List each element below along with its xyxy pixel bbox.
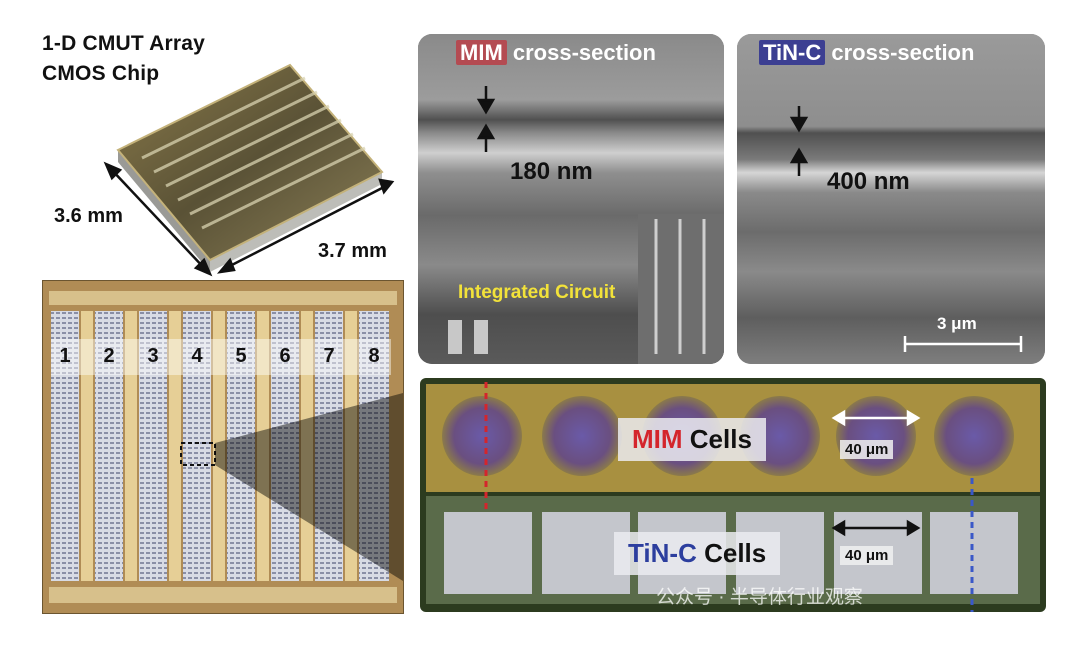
chip-3d-illustration: [103, 63, 395, 277]
chip-title-line2: CMOS Chip: [42, 62, 160, 85]
tinc-cells-tag: TiN-C: [628, 538, 697, 568]
column-number: 1: [59, 345, 71, 367]
pitch-bottom-label: 40 μm: [840, 546, 894, 565]
integrated-circuit-label: Integrated Circuit: [458, 282, 616, 303]
pitch-top-label: 40 μm: [840, 440, 894, 459]
tinc-tag: TiN-C: [759, 40, 826, 65]
tinc-label-rest: cross-section: [825, 40, 975, 65]
tinc-sem-image: TiN-C cross-section 400 nm 3 μm: [737, 34, 1045, 364]
column-number: 2: [103, 345, 115, 367]
tinc-sem-label: TiN-C cross-section: [759, 40, 974, 66]
tinc-cells-label: TiN-C Cells: [614, 532, 781, 575]
column-number: 5: [235, 345, 247, 367]
mim-tag: MIM: [456, 40, 507, 65]
column-number: 8: [368, 345, 380, 367]
mim-sem-label: MIM cross-section: [456, 40, 656, 66]
watermark: 公众号 · 半导体行业观察: [656, 587, 863, 608]
chip-title-line1: 1-D CMUT Array: [42, 32, 206, 55]
mim-label-rest: cross-section: [506, 40, 656, 65]
cells-micrograph: MIM Cells TiN-C Cells 40 μm 40 μm 公众号 · …: [420, 378, 1046, 612]
chip-width-label: 3.6 mm: [54, 205, 123, 227]
tinc-thickness: 400 nm: [827, 168, 910, 195]
die-micrograph: 1 2 3 4 5 6 7 8: [42, 280, 404, 614]
tinc-sem-texture: [737, 34, 1045, 364]
mim-cells-rest: Cells: [682, 424, 752, 454]
mim-cells-label: MIM Cells: [618, 418, 766, 461]
mim-cells-tag: MIM: [632, 424, 683, 454]
scale-bar-label: 3 μm: [937, 314, 977, 333]
mim-sem-image: MIM cross-section 180 nm Integrated Circ…: [418, 34, 724, 364]
column-number: 3: [147, 345, 159, 367]
cells-graphic: [426, 382, 1040, 612]
die-array-graphic: [43, 281, 403, 613]
column-number: 6: [279, 345, 291, 367]
tinc-cells-rest: Cells: [696, 538, 767, 568]
chip-length-label: 3.7 mm: [318, 240, 387, 262]
column-number: 4: [191, 345, 203, 367]
column-number: 7: [323, 345, 335, 367]
mim-thickness: 180 nm: [510, 158, 593, 185]
mim-sem-texture: [418, 34, 724, 364]
